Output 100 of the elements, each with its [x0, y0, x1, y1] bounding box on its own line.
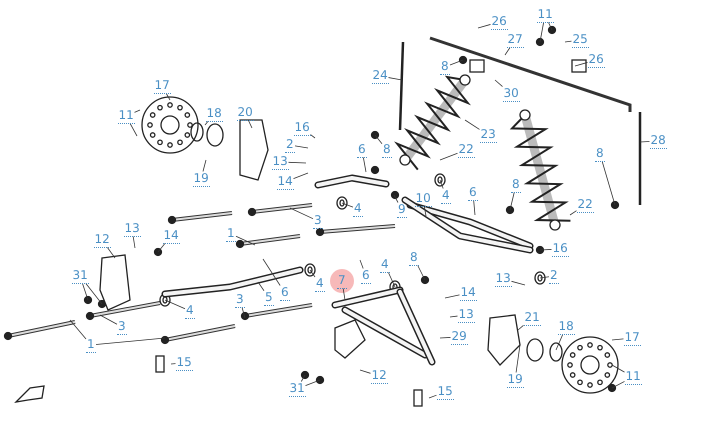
leader-line: [450, 60, 464, 66]
callout-number: 4: [380, 258, 390, 272]
leader-line: [473, 200, 476, 216]
leader-line: [417, 265, 426, 280]
callout-number: 28: [650, 134, 667, 148]
callout-number: 3: [235, 292, 245, 308]
leader-line: [164, 300, 186, 310]
leader-line: [511, 280, 526, 286]
leader-line: [510, 192, 515, 210]
leader-line: [305, 380, 320, 386]
leader-line: [96, 338, 166, 345]
callout-number: 7: [337, 274, 347, 288]
leader-line: [564, 40, 572, 42]
callout-number: 2: [285, 138, 295, 152]
leader-line: [293, 172, 308, 180]
leader-line: [86, 283, 102, 304]
leader-line: [440, 152, 458, 160]
leader-line: [574, 62, 588, 66]
callout-number: 14: [276, 174, 294, 190]
callout-number: 19: [192, 172, 210, 186]
callout-number: 23: [480, 128, 497, 142]
leader-line: [134, 110, 140, 113]
leader-line: [342, 202, 354, 208]
callout-number: 15: [176, 356, 193, 370]
leader-line: [342, 288, 346, 300]
leader-line: [464, 120, 480, 130]
callout-number: 21: [524, 310, 541, 326]
callout-number: 8: [382, 142, 392, 158]
leader-line: [494, 80, 503, 87]
callout-number: 6: [468, 186, 478, 200]
leader-line: [428, 394, 437, 398]
callout-number: 11: [624, 370, 642, 384]
callout-number: 14: [460, 286, 477, 300]
callout-number: 16: [552, 242, 569, 256]
leader-line: [640, 141, 650, 142]
callout-number: 1: [86, 338, 96, 352]
callout-number: 4: [185, 304, 195, 318]
leader-line: [360, 260, 364, 269]
callout-number: 3: [313, 214, 323, 228]
leader-line: [388, 272, 396, 288]
leader-line: [374, 134, 382, 144]
leader-line: [170, 363, 176, 364]
leader-line: [70, 320, 86, 340]
callout-number: 22: [458, 142, 475, 158]
leader-line: [100, 314, 118, 325]
callout-number: 6: [280, 286, 290, 300]
callout-number: 26: [588, 52, 605, 68]
leader-line: [612, 338, 624, 340]
callout-number: 18: [206, 106, 223, 122]
callout-number: 6: [361, 268, 371, 284]
leader-line: [570, 210, 577, 216]
leader-line: [310, 134, 316, 138]
leader-line: [478, 24, 491, 28]
callout-number: 4: [353, 202, 363, 216]
leader-line: [132, 236, 136, 248]
leader-line: [248, 120, 252, 128]
callout-number: 19: [506, 372, 524, 388]
callout-number: 8: [595, 146, 605, 162]
callout-number: 17: [624, 330, 641, 346]
callout-number: 1: [226, 226, 236, 242]
callout-number: 13: [458, 308, 475, 322]
callout-number: 9: [397, 202, 407, 218]
callout-number: 8: [511, 178, 521, 192]
leader-line: [440, 337, 451, 338]
leader-line: [130, 123, 138, 136]
leader-line: [556, 334, 564, 350]
leader-line: [540, 22, 544, 42]
leader-line: [504, 47, 510, 56]
callout-number: 18: [558, 320, 575, 334]
leader-line: [204, 121, 208, 126]
leader-line: [518, 324, 524, 330]
leader-line: [242, 307, 246, 318]
callout-number: 22: [576, 198, 594, 212]
leader-line: [107, 247, 116, 258]
callout-number: 10: [414, 192, 432, 206]
callout-number: 26: [490, 14, 508, 30]
leader-line: [262, 258, 281, 286]
leader-line: [294, 145, 308, 148]
callout-number: 8: [409, 250, 419, 266]
leader-line: [202, 160, 206, 172]
callout-number: 14: [162, 228, 180, 244]
callout-number: 4: [315, 276, 325, 292]
callout-number: 27: [506, 32, 524, 48]
leader-line: [310, 270, 316, 278]
callout-number: 31: [288, 382, 306, 396]
callout-number: 13: [272, 154, 289, 170]
callout-number: 13: [124, 222, 141, 236]
leader-line: [236, 236, 256, 246]
callout-number: 29: [450, 330, 468, 344]
leader-line: [548, 22, 552, 30]
callout-number: 13: [494, 272, 512, 286]
callout-number: 4: [441, 188, 451, 204]
leader-line: [290, 208, 314, 220]
leader-line: [362, 157, 366, 172]
callout-number: 3: [117, 320, 127, 334]
callout-number: 6: [357, 142, 367, 158]
leader-line: [166, 93, 170, 100]
leader-line: [450, 316, 458, 318]
callout-number: 12: [94, 232, 111, 248]
leader-line: [602, 161, 616, 206]
